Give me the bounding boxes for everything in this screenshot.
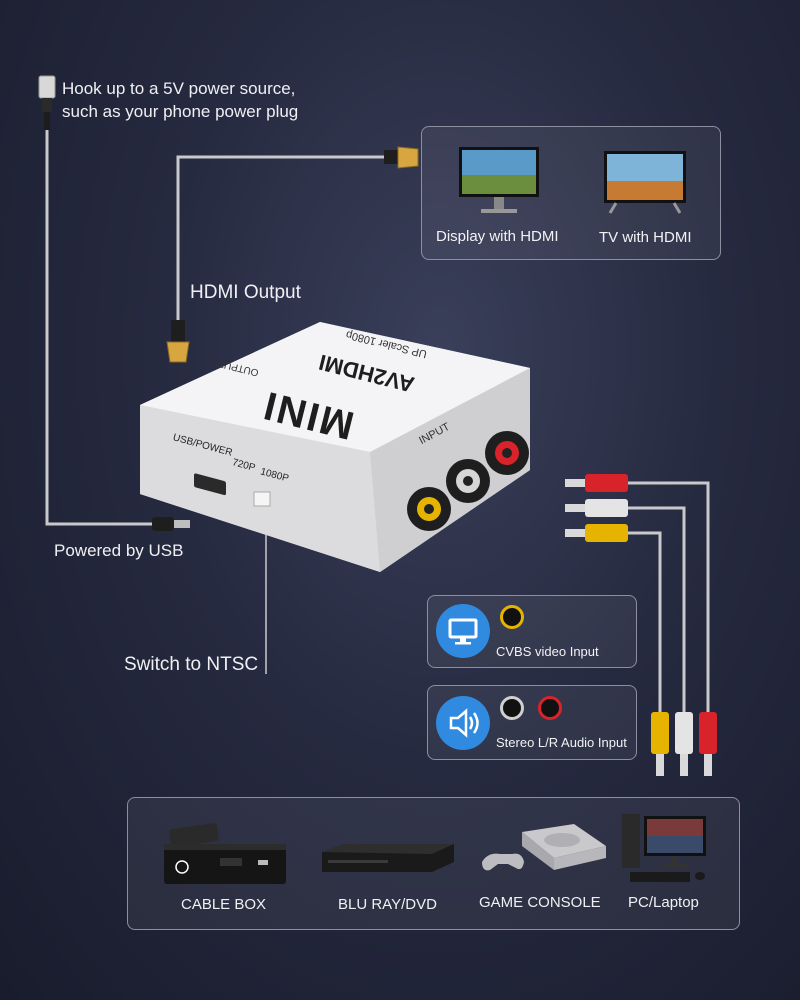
game-console-label: GAME CONSOLE	[479, 894, 601, 911]
powered-by-usb-label: Powered by USB	[54, 541, 184, 560]
power-label-line1: Hook up to a 5V power source,	[62, 79, 296, 98]
hdmi-output-label: HDMI Output	[190, 282, 301, 303]
yellow-jack-icon	[500, 605, 524, 629]
audio-label: Stereo L/R Audio Input	[496, 735, 627, 750]
hdmi-cable	[166, 146, 419, 363]
speaker-icon	[436, 696, 490, 750]
red-jack-icon	[538, 696, 562, 720]
displays-panel: Display with HDMI TV with HDMI	[421, 126, 721, 260]
cable-box-label: CABLE BOX	[181, 896, 267, 913]
display-hdmi-label: Display with HDMI	[436, 228, 559, 245]
rca-cables	[565, 474, 717, 776]
cable-box-icon	[160, 822, 290, 892]
cvbs-input-panel: CVBS video Input	[427, 595, 637, 668]
sources-panel: CABLE BOX BLU RAY/DVD GAME CONSOLE PC/La…	[127, 797, 740, 930]
ntsc-switch-label: Switch to NTSC	[124, 654, 259, 675]
tv-icon	[602, 149, 688, 215]
game-console-icon	[478, 818, 608, 884]
pc-laptop-label: PC/Laptop	[628, 894, 699, 911]
tv-hdmi-label: TV with HDMI	[599, 229, 692, 246]
audio-input-panel: Stereo L/R Audio Input	[427, 685, 637, 760]
usb-cable	[38, 75, 190, 531]
display-icon	[436, 604, 490, 658]
power-label-line2: such as your phone power plug	[62, 101, 299, 121]
pc-icon	[620, 810, 712, 890]
white-jack-icon	[500, 696, 524, 720]
power-label: Hook up to a 5V power source, such as yo…	[62, 78, 298, 124]
bluray-label: BLU RAY/DVD	[338, 896, 437, 913]
monitor-icon	[457, 145, 541, 217]
bluray-player-icon	[318, 840, 458, 880]
rca-jacks	[407, 431, 529, 531]
cvbs-label: CVBS video Input	[496, 644, 599, 659]
